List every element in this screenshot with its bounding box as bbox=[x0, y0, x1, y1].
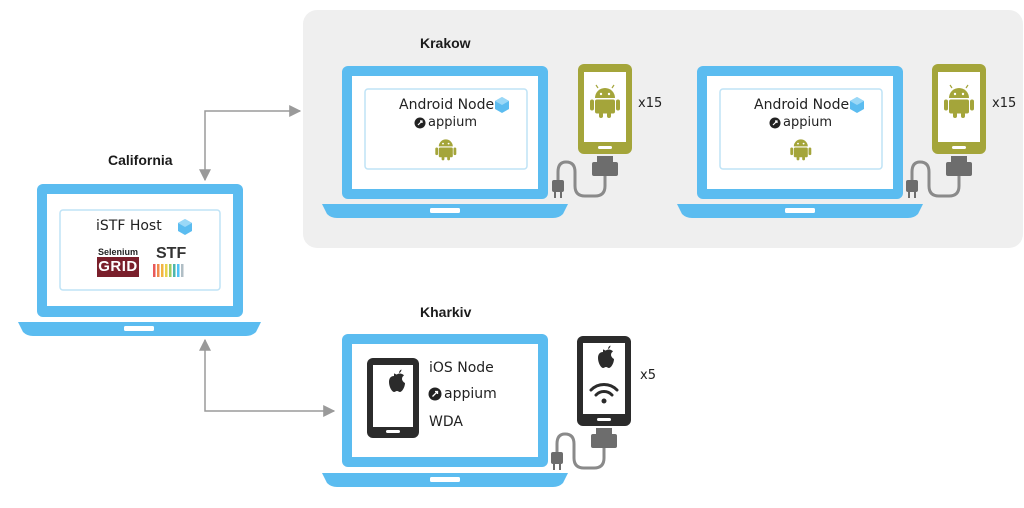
location-label-california: California bbox=[108, 152, 173, 168]
appium-label: appium bbox=[444, 386, 497, 402]
host-title: iSTF Host bbox=[96, 218, 162, 234]
location-label-krakow: Krakow bbox=[420, 35, 471, 51]
ios-phone-small bbox=[367, 358, 419, 438]
connection-california-kharkiv bbox=[199, 338, 336, 417]
ios-node-title: iOS Node bbox=[429, 360, 494, 376]
kharkiv-laptop bbox=[322, 334, 568, 487]
stf-stripes-icon bbox=[153, 264, 184, 277]
selenium-grid-logo: GRID bbox=[97, 257, 139, 277]
appium-icon bbox=[428, 387, 442, 401]
android-icon bbox=[790, 139, 812, 161]
android-node-title: Android Node bbox=[754, 97, 850, 113]
appium-label: appium bbox=[428, 115, 477, 130]
selenium-label: Selenium bbox=[98, 247, 139, 257]
appium-icon bbox=[769, 117, 781, 129]
android-phone-2 bbox=[932, 64, 986, 176]
wifi-icon bbox=[589, 383, 619, 404]
plug-icon bbox=[551, 452, 563, 470]
stf-logo: STF bbox=[156, 245, 187, 262]
location-label-kharkiv: Kharkiv bbox=[420, 304, 472, 320]
apple-icon bbox=[598, 345, 614, 368]
cube-icon bbox=[178, 219, 192, 235]
plug-icon bbox=[552, 180, 564, 198]
cube-icon bbox=[495, 97, 509, 113]
android-icon bbox=[590, 84, 620, 118]
apple-icon bbox=[389, 369, 405, 392]
krakow-laptop-1 bbox=[322, 66, 568, 218]
android-node-title: Android Node bbox=[399, 97, 495, 113]
plug-icon bbox=[906, 180, 918, 198]
device-count: x15 bbox=[992, 96, 1017, 111]
android-icon bbox=[435, 139, 457, 161]
usb-cable-2 bbox=[910, 160, 961, 198]
california-laptop bbox=[18, 184, 261, 336]
appium-icon bbox=[414, 117, 426, 129]
usb-cable-3 bbox=[555, 432, 606, 470]
device-count: x15 bbox=[638, 96, 663, 111]
cube-icon bbox=[850, 97, 864, 113]
krakow-laptop-2 bbox=[677, 66, 923, 218]
usb-cable-1 bbox=[556, 160, 607, 198]
connection-california-krakow bbox=[199, 105, 302, 182]
android-icon bbox=[944, 84, 974, 118]
device-count: x5 bbox=[640, 368, 656, 383]
appium-label: appium bbox=[783, 115, 832, 130]
wda-label: WDA bbox=[429, 414, 463, 430]
android-phone-1 bbox=[578, 64, 632, 176]
